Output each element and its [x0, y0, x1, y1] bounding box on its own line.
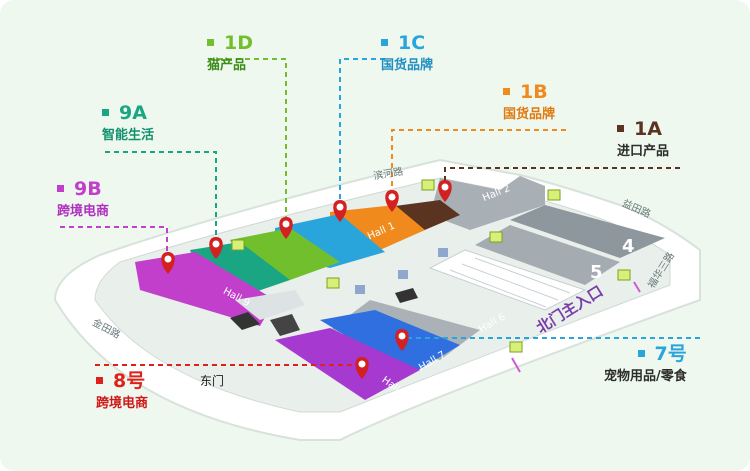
- stair-block: [395, 288, 418, 303]
- zone-8-label: 8号 跨境电商: [96, 370, 149, 411]
- entrance-icon: [489, 231, 503, 243]
- entrance-icon: [509, 341, 523, 353]
- zone-9a-label: 9A 智能生活: [102, 102, 155, 143]
- east-gate-label: 东门: [200, 374, 225, 388]
- entrance-icon: [438, 248, 448, 257]
- stair-block: [230, 312, 260, 330]
- map-pin-icon: [355, 357, 369, 379]
- zone-1c-label: 1C 国货品牌: [381, 32, 434, 73]
- map-pin-icon: [333, 200, 347, 222]
- map-pin-icon: [209, 237, 223, 259]
- hall-5-stripes: [428, 249, 587, 311]
- leader-9a: [105, 151, 217, 245]
- hall-4-block: [510, 205, 665, 258]
- entrance-icon: [326, 277, 340, 289]
- hall-4-number: 4: [622, 236, 635, 257]
- leader-1c: [339, 58, 385, 205]
- zone-7-label: 7号 宠物用品/零食: [604, 343, 687, 384]
- hall-9-annex: [235, 290, 305, 320]
- entrance-icon: [398, 270, 408, 279]
- arrow-icon: [633, 281, 641, 293]
- map-pin-icon: [161, 252, 175, 274]
- map-pin-icon: [438, 180, 452, 202]
- entrance-icon: [547, 189, 561, 201]
- leader-1d: [209, 58, 287, 225]
- entrance-icon: [231, 239, 245, 251]
- map-pin-icon: [395, 329, 409, 351]
- map-pin-icon: [279, 217, 293, 239]
- leader-9b: [60, 226, 168, 262]
- entrance-icon: [617, 269, 631, 281]
- hall-5-number: 5: [590, 262, 603, 283]
- stair-block: [270, 314, 300, 336]
- zone-1b-label: 1B 国货品牌: [503, 81, 556, 122]
- hall-2-block: [430, 176, 545, 230]
- hall-7-zone: [320, 310, 460, 375]
- entrance-icon: [421, 179, 435, 191]
- zone-9b-label: 9B 跨境电商: [57, 178, 110, 219]
- hall-5-block: [475, 225, 620, 285]
- arrow-icon: [511, 357, 521, 373]
- map-pin-group: [161, 180, 452, 379]
- leader-1b: [391, 129, 566, 195]
- zone-1a-label: 1A 进口产品: [617, 118, 670, 159]
- stripe-lines: [449, 257, 571, 308]
- map-pin-icon: [385, 190, 399, 212]
- leader-1a: [444, 167, 680, 185]
- entrance-icon: [355, 285, 365, 294]
- zone-1d-label: 1D 猫产品: [207, 32, 253, 73]
